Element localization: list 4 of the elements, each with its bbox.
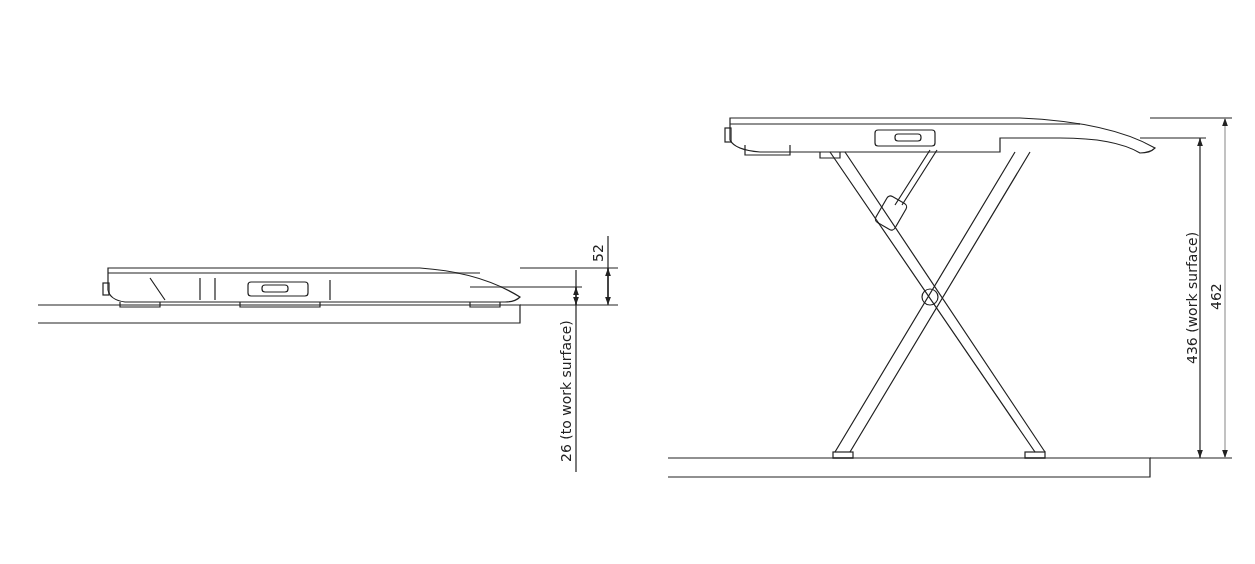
dimension-label: 462 — [1208, 283, 1224, 310]
dimension-label: 436 (work surface) — [1184, 231, 1200, 364]
dimension-label: 26 (to work surface) — [558, 320, 574, 462]
dimension-label: 52 — [590, 244, 606, 262]
